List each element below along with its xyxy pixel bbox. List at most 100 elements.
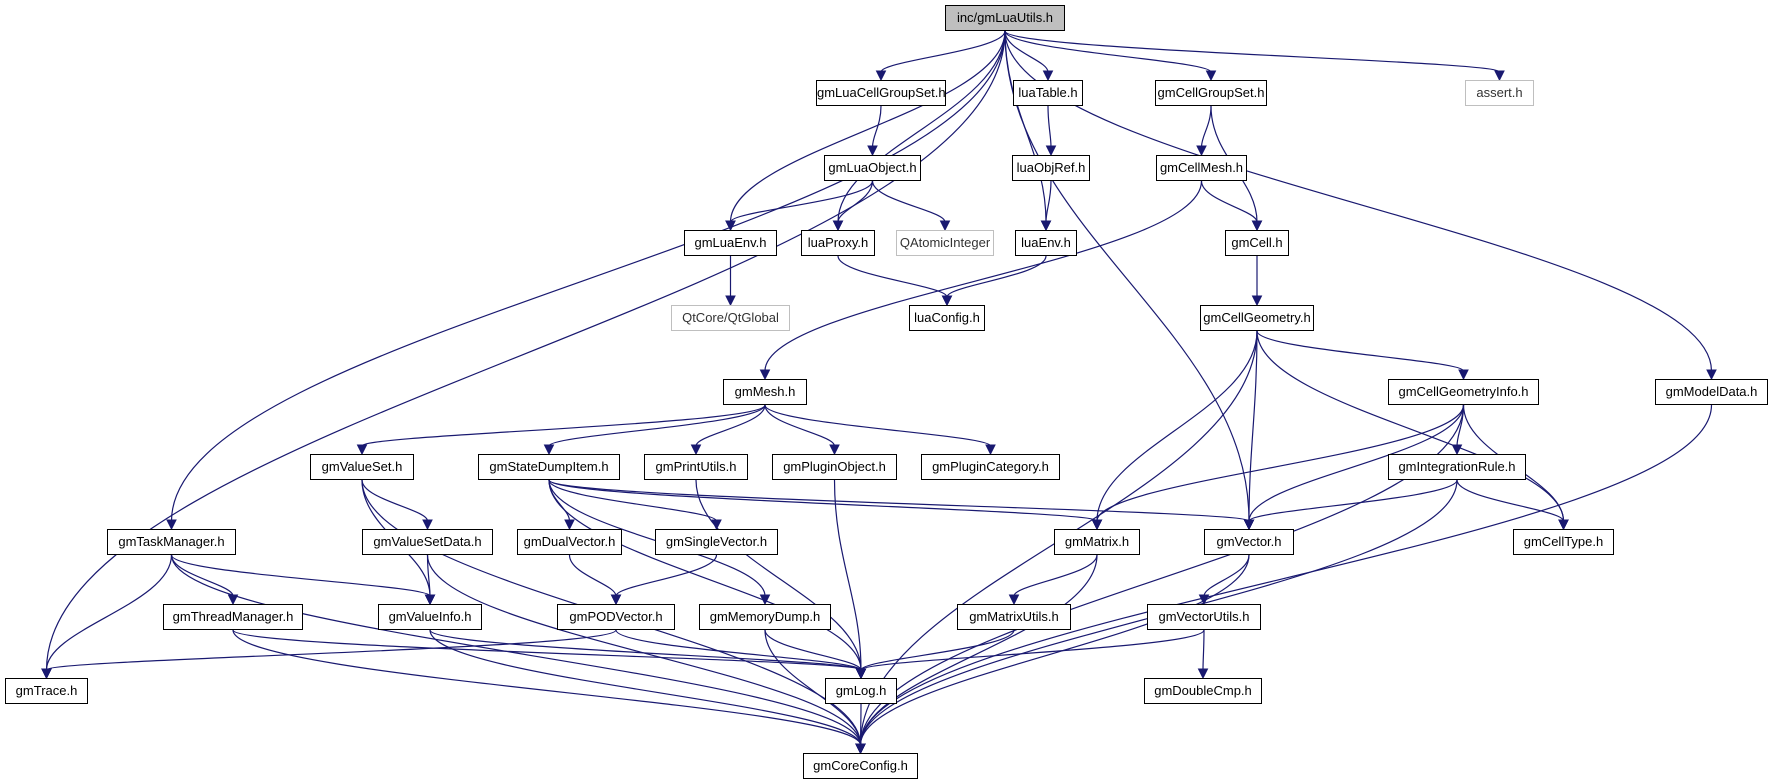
edge-gmLog-to-gmCoreConfig: [859, 703, 862, 746]
arrowhead-gmLuaEnv-to-QtGlobal: [725, 295, 736, 307]
node-gmPODVector[interactable]: gmPODVector.h: [557, 604, 675, 630]
edge-gmCellGroupSet-to-gmCellMesh: [1200, 105, 1212, 148]
edge-gmMatrix-to-gmCoreConfig: [859, 554, 1098, 746]
edge-gmLuaObject-to-QAtomicInteger: [871, 180, 946, 223]
node-gmCell[interactable]: gmCell.h: [1225, 230, 1289, 256]
arrowhead-gmCellGroupSet-to-gmCellMesh: [1196, 145, 1207, 157]
node-gmPluginObject[interactable]: gmPluginObject.h: [772, 454, 897, 480]
node-gmLog[interactable]: gmLog.h: [825, 678, 897, 704]
node-luaProxy[interactable]: luaProxy.h: [801, 230, 875, 256]
edge-gmValueInfo-to-gmLog: [429, 629, 862, 671]
edge-gmCellGeometryInfo-to-gmVector: [1248, 404, 1465, 522]
arrowhead-gmCellGeometry-to-gmCellGeometryInfo: [1458, 369, 1469, 381]
node-gmStateDumpItem[interactable]: gmStateDumpItem.h: [478, 454, 620, 480]
edge-gmTaskManager-to-gmCoreConfig: [170, 554, 862, 746]
arrowhead-gmVectorUtils-to-gmDoubleCmp: [1197, 668, 1209, 680]
arrowhead-luaObjRef-to-luaEnv: [1040, 220, 1052, 232]
arrowhead-gmValueInfo-to-gmLog: [855, 668, 867, 680]
node-gmDoubleCmp[interactable]: gmDoubleCmp.h: [1144, 678, 1262, 704]
edge-gmLuaUtils-to-gmTrace: [45, 30, 1006, 671]
edge-gmVectorUtils-to-gmLog: [860, 629, 1205, 671]
arrowhead-gmLuaUtils-to-gmTaskManager: [166, 519, 177, 531]
edge-gmPluginObject-to-gmLog: [833, 479, 862, 671]
edge-gmDualVector-to-gmPODVector: [568, 554, 617, 597]
node-luaObjRef[interactable]: luaObjRef.h: [1012, 155, 1090, 181]
node-gmLuaObject[interactable]: gmLuaObject.h: [824, 155, 921, 181]
edge-gmPrintUtils-to-gmLog: [695, 479, 862, 671]
arrowhead-gmLog-to-gmCoreConfig: [855, 743, 866, 755]
edge-gmMatrix-to-gmMatrixUtils: [1013, 554, 1098, 597]
arrowhead-gmLuaUtils-to-gmLuaCellGroupSet: [875, 70, 887, 82]
edge-gmStateDumpItem-to-gmLog: [548, 479, 862, 671]
edge-gmMesh-to-gmPluginCategory: [764, 404, 992, 447]
arrowhead-gmMesh-to-gmPrintUtils: [690, 444, 702, 456]
node-gmThreadManager[interactable]: gmThreadManager.h: [163, 604, 303, 630]
arrowhead-gmTaskManager-to-gmTrace: [41, 668, 52, 680]
edge-gmPODVector-to-gmTrace: [45, 629, 617, 671]
node-gmCellGroupSet[interactable]: gmCellGroupSet.h: [1155, 80, 1267, 106]
arrowhead-gmCellGeometryInfo-to-gmIntegrationRule: [1451, 444, 1463, 456]
node-gmLuaUtils[interactable]: inc/gmLuaUtils.h: [945, 5, 1065, 31]
node-gmVector[interactable]: gmVector.h: [1204, 529, 1294, 555]
arrowhead-gmMesh-to-gmStateDumpItem: [543, 444, 555, 456]
arrowhead-gmStateDumpItem-to-gmVector: [1243, 519, 1255, 531]
edge-luaObjRef-to-luaEnv: [1045, 180, 1052, 223]
edge-gmLuaUtils-to-gmLuaCellGroupSet: [880, 30, 1006, 73]
edge-gmTaskManager-to-gmValueInfo: [170, 554, 431, 597]
node-luaEnv[interactable]: luaEnv.h: [1015, 230, 1077, 256]
arrowhead-gmMesh-to-gmPluginCategory: [985, 444, 996, 456]
node-gmLuaEnv[interactable]: gmLuaEnv.h: [684, 230, 777, 256]
node-gmCoreConfig[interactable]: gmCoreConfig.h: [803, 753, 918, 779]
arrowhead-gmMesh-to-gmValueSet: [356, 444, 368, 456]
edge-gmLuaUtils-to-assert: [1004, 30, 1501, 73]
arrowhead-gmCellMesh-to-gmMesh: [759, 369, 771, 381]
edge-gmSingleVector-to-gmPODVector: [615, 554, 718, 597]
edge-gmMesh-to-gmStateDumpItem: [548, 404, 766, 447]
node-gmDualVector[interactable]: gmDualVector.h: [517, 529, 622, 555]
node-gmLuaCellGroupSet[interactable]: gmLuaCellGroupSet.h: [816, 80, 946, 106]
node-QtGlobal: QtCore/QtGlobal: [671, 305, 790, 331]
arrowhead-gmMatrix-to-gmMatrixUtils: [1008, 594, 1020, 606]
edge-gmLuaObject-to-gmLuaEnv: [729, 180, 874, 223]
node-gmCellType[interactable]: gmCellType.h: [1513, 529, 1614, 555]
node-gmModelData[interactable]: gmModelData.h: [1655, 379, 1768, 405]
node-gmPrintUtils[interactable]: gmPrintUtils.h: [644, 454, 748, 480]
edge-luaTable-to-luaObjRef: [1047, 105, 1052, 148]
node-luaConfig[interactable]: luaConfig.h: [909, 305, 985, 331]
node-QAtomicInteger: QAtomicInteger: [896, 230, 994, 256]
edge-gmModelData-to-gmCoreConfig: [859, 404, 1713, 746]
arrowhead-gmLuaObject-to-luaProxy: [832, 220, 844, 232]
node-gmTrace[interactable]: gmTrace.h: [5, 678, 88, 704]
edge-gmIntegrationRule-to-gmVector: [1248, 479, 1458, 522]
edge-gmLuaUtils-to-gmVector: [1004, 30, 1250, 522]
arrowhead-gmLuaUtils-to-gmCellGroupSet: [1205, 70, 1217, 82]
edge-luaProxy-to-luaConfig: [837, 255, 948, 298]
node-gmValueSetData[interactable]: gmValueSetData.h: [362, 529, 493, 555]
node-gmValueSet[interactable]: gmValueSet.h: [310, 454, 414, 480]
arrowhead-gmLuaObject-to-QAtomicInteger: [939, 220, 951, 232]
node-gmVectorUtils[interactable]: gmVectorUtils.h: [1147, 604, 1261, 630]
edge-gmStateDumpItem-to-gmMatrix: [548, 479, 1098, 522]
edge-gmMemoryDump-to-gmCoreConfig: [764, 629, 862, 746]
node-luaTable[interactable]: luaTable.h: [1013, 80, 1083, 106]
edge-gmMesh-to-gmPrintUtils: [695, 404, 766, 447]
node-gmMatrix[interactable]: gmMatrix.h: [1054, 529, 1140, 555]
node-gmIntegrationRule[interactable]: gmIntegrationRule.h: [1388, 454, 1526, 480]
edge-gmValueInfo-to-gmCoreConfig: [429, 629, 862, 746]
node-gmCellMesh[interactable]: gmCellMesh.h: [1156, 155, 1247, 181]
node-gmCellGeometryInfo[interactable]: gmCellGeometryInfo.h: [1388, 379, 1539, 405]
node-gmTaskManager[interactable]: gmTaskManager.h: [107, 529, 236, 555]
edge-gmPODVector-to-gmLog: [615, 629, 862, 671]
node-gmCellGeometry[interactable]: gmCellGeometry.h: [1200, 305, 1314, 331]
node-gmPluginCategory[interactable]: gmPluginCategory.h: [921, 454, 1060, 480]
edge-gmStateDumpItem-to-gmSingleVector: [548, 479, 718, 522]
node-gmSingleVector[interactable]: gmSingleVector.h: [655, 529, 778, 555]
node-gmMatrixUtils[interactable]: gmMatrixUtils.h: [957, 604, 1071, 630]
edge-gmCellMesh-to-gmMesh: [764, 180, 1203, 372]
node-gmMemoryDump[interactable]: gmMemoryDump.h: [699, 604, 831, 630]
edge-gmMatrixUtils-to-gmLog: [860, 629, 1015, 671]
edge-gmThreadManager-to-gmCoreConfig: [232, 629, 862, 746]
arrowhead-gmLuaUtils-to-gmModelData: [1706, 369, 1717, 381]
node-gmValueInfo[interactable]: gmValueInfo.h: [378, 604, 482, 630]
node-gmMesh[interactable]: gmMesh.h: [723, 379, 807, 405]
